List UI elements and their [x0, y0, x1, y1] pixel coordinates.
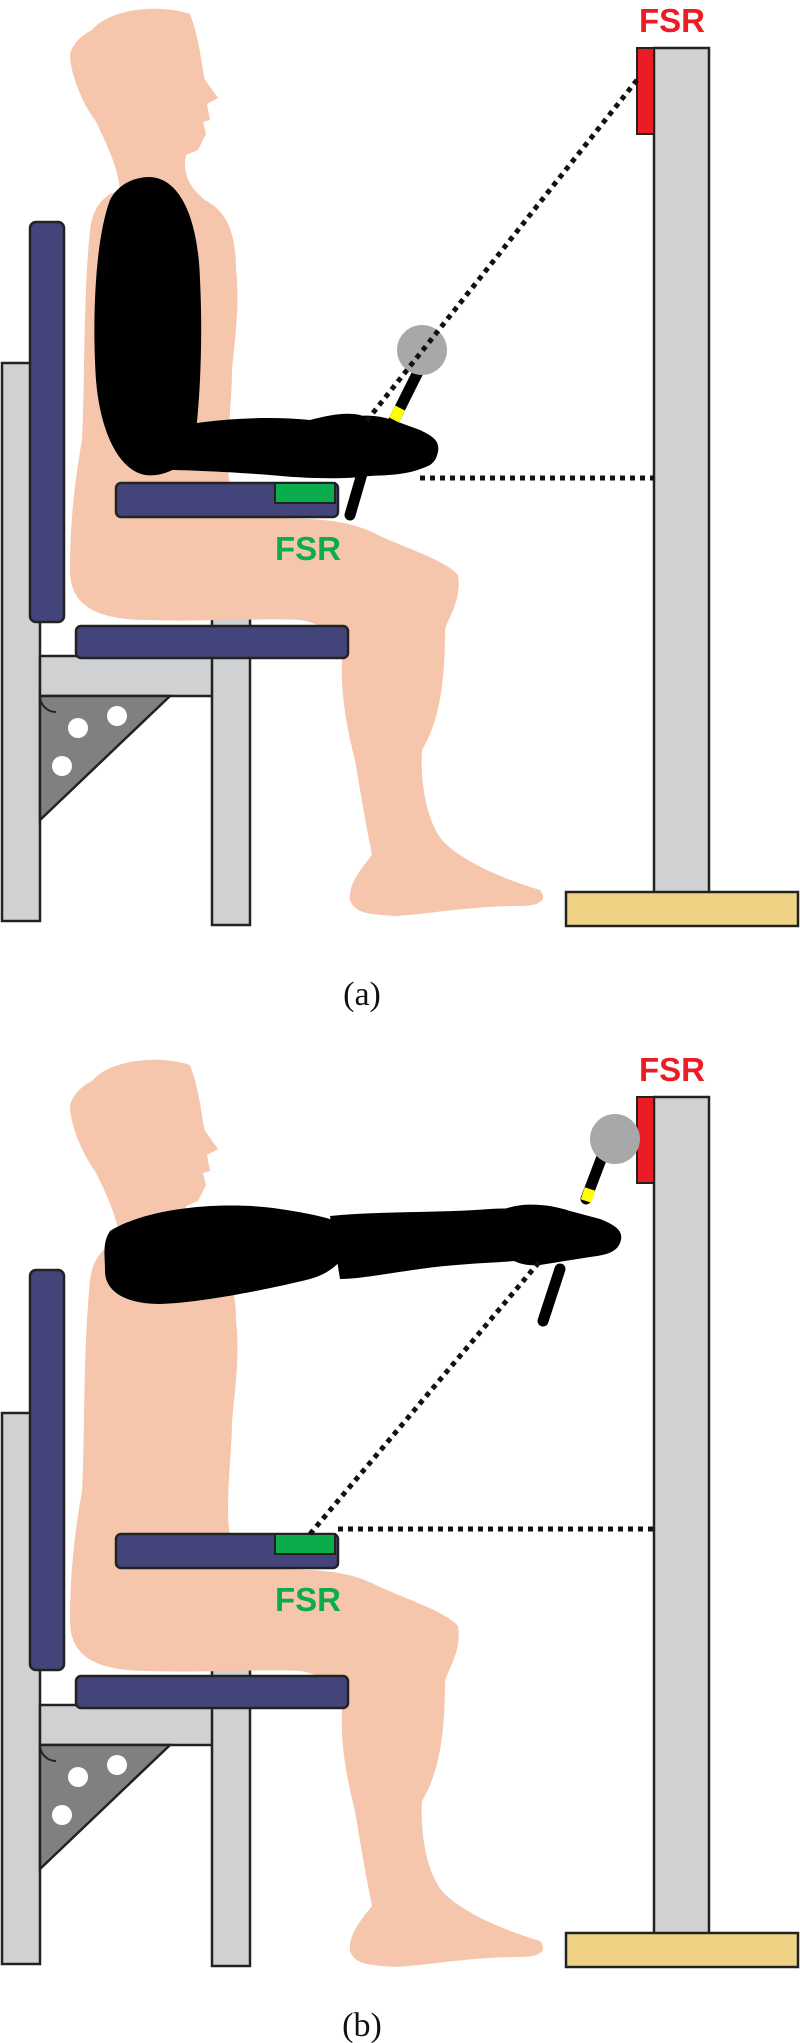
seat-pad: [74, 624, 350, 660]
chair-seat-frame: [38, 1703, 216, 1747]
bracket-hole: [52, 756, 72, 776]
panel-caption: (b): [342, 2007, 382, 2043]
fsr-armrest-sensor: [274, 482, 336, 504]
chair-back-pad: [28, 220, 66, 624]
armrest: [74, 1532, 350, 1710]
hand: [500, 1204, 622, 1266]
pointer: [344, 325, 447, 521]
chair-back-pad: [28, 1268, 66, 1672]
pointer: [537, 1114, 640, 1327]
pointer-stick-lower: [537, 1263, 566, 1327]
person-body: [70, 1059, 544, 1967]
pointer-wrist-band: [580, 1187, 596, 1203]
post-base: [564, 1931, 800, 1969]
fsr-armrest-label: FSR: [275, 1581, 341, 1618]
post-column: [652, 1095, 711, 1936]
bracket-hole: [107, 1755, 127, 1775]
hand: [330, 415, 439, 470]
pointer-ball: [590, 1114, 640, 1164]
post-column: [652, 46, 711, 895]
post-base: [564, 890, 800, 928]
upper-arm: [104, 1205, 351, 1304]
pointer-stick-lower: [344, 454, 372, 521]
bracket-hole: [107, 706, 127, 726]
bracket-notch: [39, 1744, 57, 1762]
upper-arm: [94, 176, 202, 476]
post: [564, 46, 800, 928]
post: [564, 1095, 800, 1969]
panel-b: FSR FSR (b): [0, 1021, 800, 2043]
dotted-line-diagonal: [308, 1259, 542, 1536]
person: [70, 1059, 544, 1967]
dotted-line-diagonal: [363, 78, 639, 425]
fsr-armrest-sensor: [274, 1533, 336, 1555]
bracket-hole: [68, 718, 88, 738]
panel-a: FSR FSR (a): [0, 2, 800, 1013]
measurement-lines: [363, 78, 654, 481]
chair: [0, 1268, 252, 1968]
fsr-wall-label: FSR: [639, 2, 705, 39]
fsr-armrest-label: FSR: [275, 530, 341, 567]
measurement-lines: [308, 1259, 654, 1536]
chair: [0, 220, 252, 927]
panel-b-figure: FSR FSR (b): [0, 1051, 800, 2043]
seat-pad: [74, 1674, 350, 1710]
armrest: [74, 481, 350, 660]
panel-a-figure: FSR FSR (a): [0, 2, 800, 1013]
chair-seat-frame: [38, 654, 216, 698]
pointer-ball: [397, 325, 447, 375]
bracket-notch: [39, 695, 57, 713]
fsr-wall-label: FSR: [639, 1051, 705, 1088]
pointer-wrist-band: [389, 405, 405, 423]
arm: [104, 1204, 622, 1304]
bracket-hole: [68, 1767, 88, 1787]
fsr-wall-sensor: [636, 47, 655, 135]
panel-caption: (a): [343, 976, 381, 1013]
arm: [94, 176, 439, 479]
bracket-hole: [52, 1805, 72, 1825]
